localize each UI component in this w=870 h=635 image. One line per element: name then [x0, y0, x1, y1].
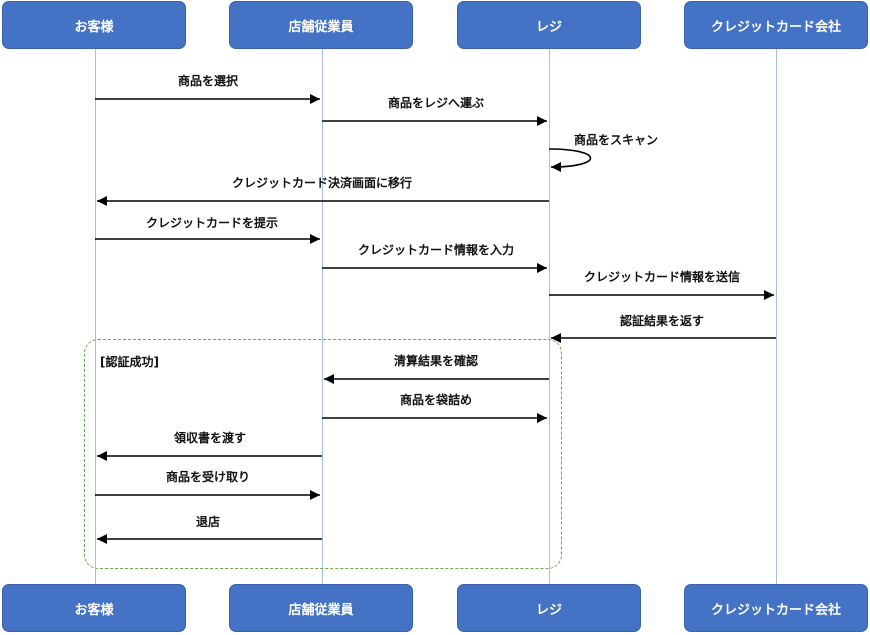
arrow-msg-2: [548, 148, 592, 172]
message-label: 領収書を渡す: [173, 431, 247, 445]
lifeline-staff: [322, 49, 323, 584]
fragment-frame: [84, 339, 562, 569]
message-label: 商品を受け取り: [165, 470, 251, 484]
lifeline-card-company: [776, 49, 777, 584]
message-label: 清算結果を確認: [393, 354, 479, 368]
participant-register-top: レジ: [457, 1, 641, 49]
lifeline-register: [549, 49, 550, 584]
participant-staff-top: 店舗従業員: [229, 1, 413, 49]
message-label: クレジットカード決済画面に移行: [231, 176, 413, 190]
message-label: 認証結果を返す: [619, 314, 705, 328]
message-label: クレジットカード情報を送信: [583, 270, 741, 284]
message-label: クレジットカードを提示: [145, 216, 279, 230]
lifeline-customer: [95, 49, 96, 584]
message-label: クレジットカード情報を入力: [357, 243, 515, 257]
message-label: 商品をレジへ運ぶ: [387, 96, 485, 110]
participant-register-bottom: レジ: [457, 584, 641, 632]
participant-card-company-top: クレジットカード会社: [684, 1, 868, 49]
message-label: 商品をスキャン: [573, 133, 659, 147]
participant-customer-top: お客様: [2, 1, 186, 49]
fragment-label: [認証成功]: [100, 355, 159, 369]
participant-staff-bottom: 店舗従業員: [229, 584, 413, 632]
participant-card-company-bottom: クレジットカード会社: [684, 584, 868, 632]
message-label: 商品を袋詰め: [399, 393, 473, 407]
message-label: 商品を選択: [177, 74, 239, 88]
participant-customer-bottom: お客様: [2, 584, 186, 632]
message-label: 退店: [195, 515, 221, 529]
